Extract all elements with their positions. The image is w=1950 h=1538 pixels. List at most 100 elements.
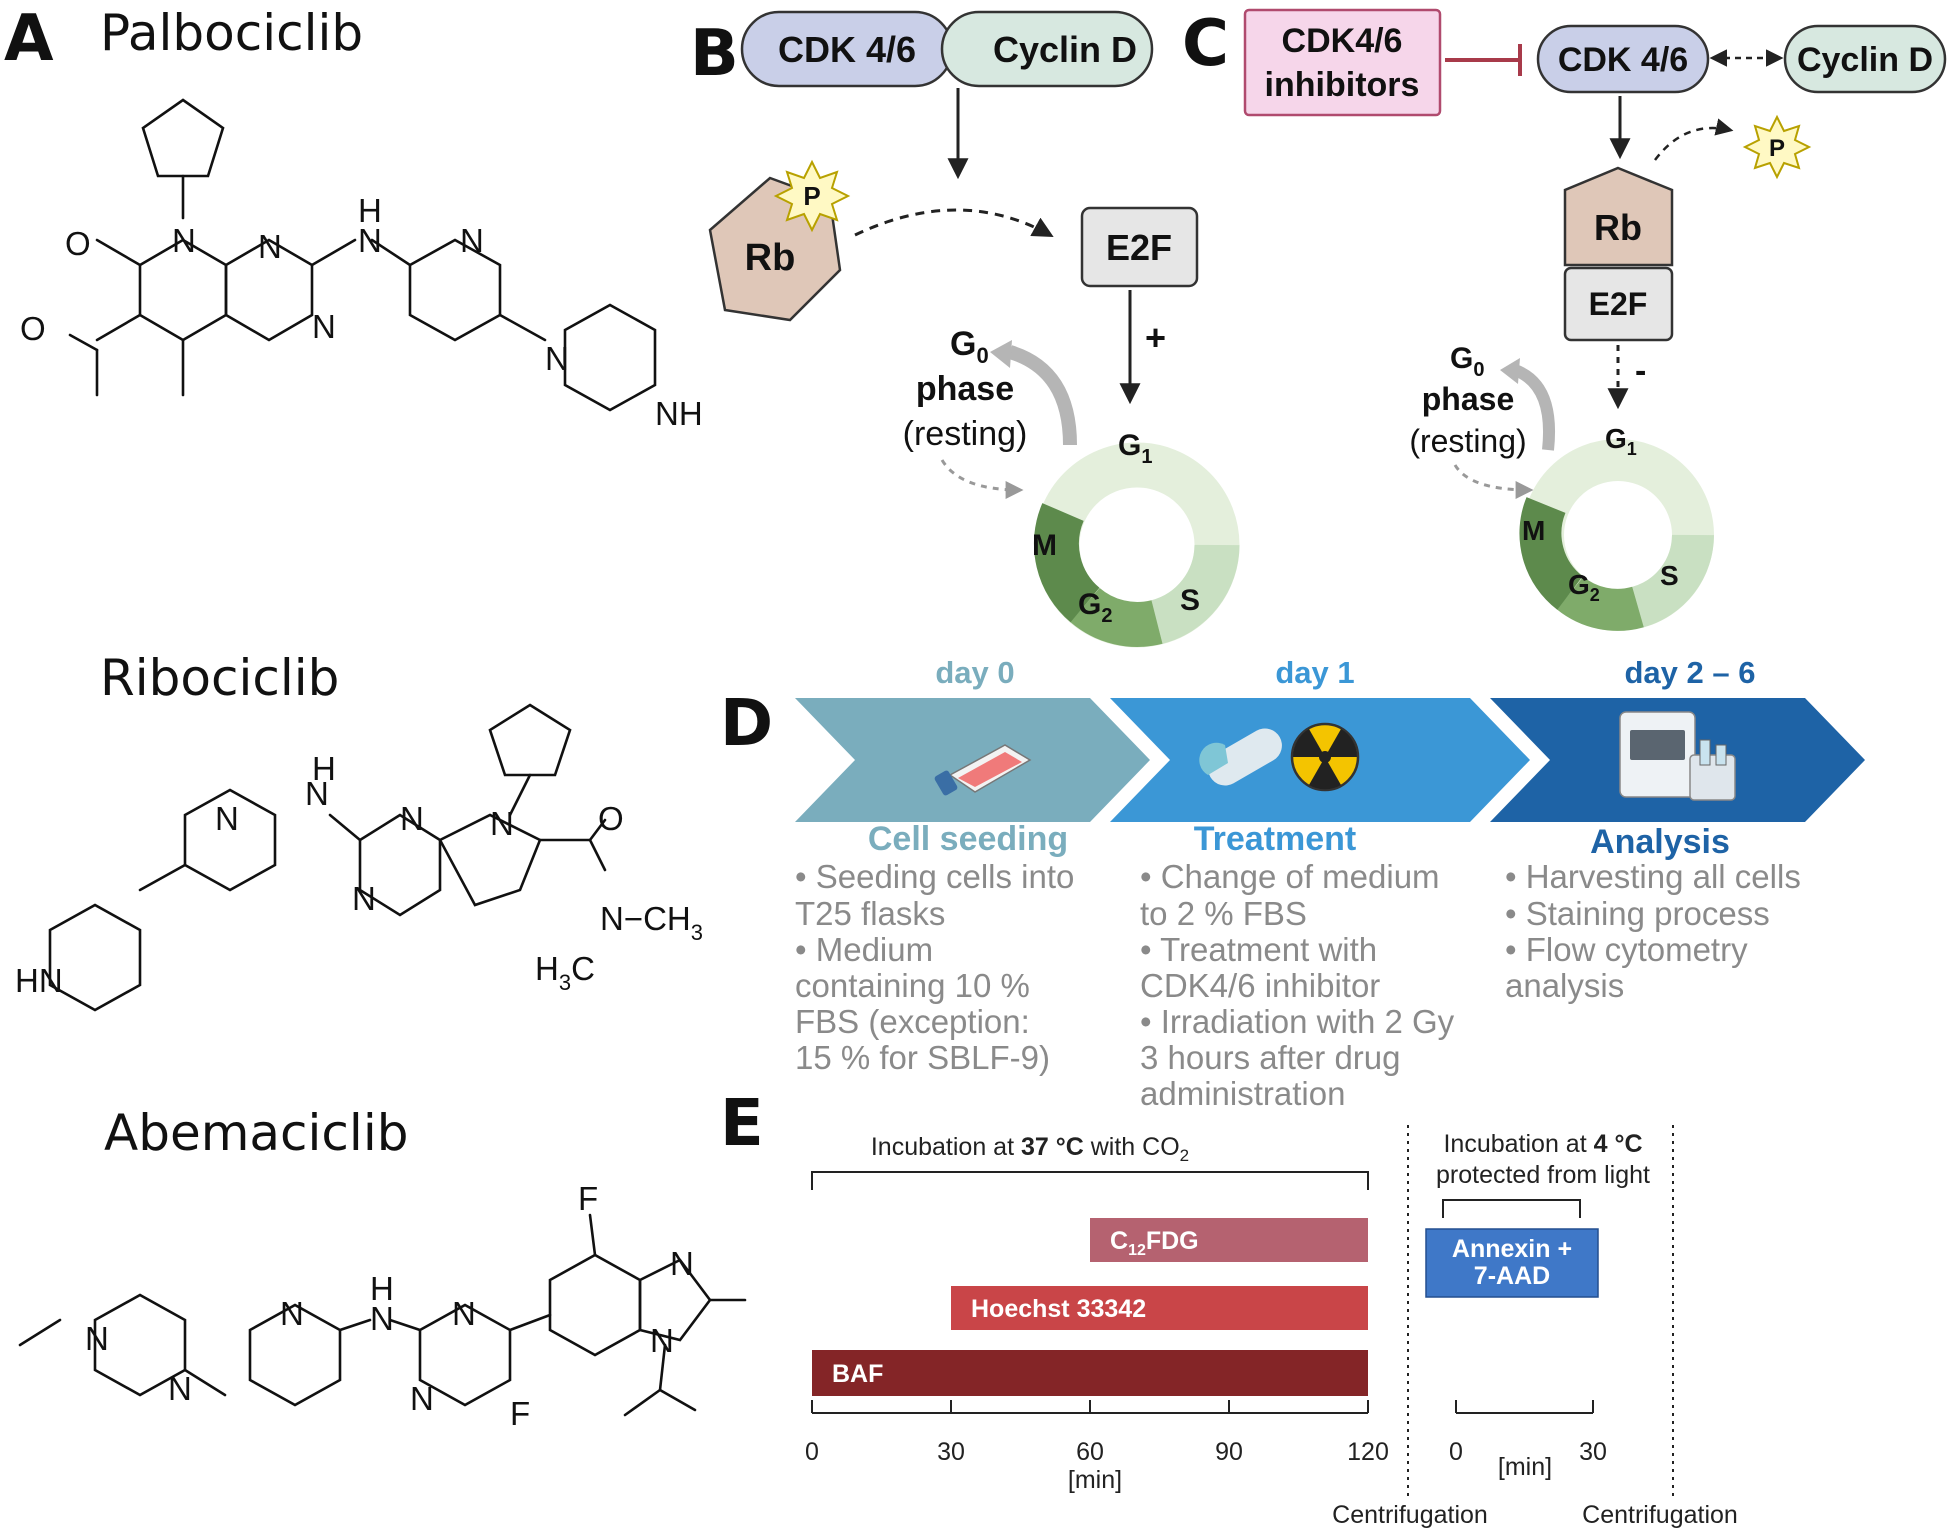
phospho-star-c: [1742, 114, 1812, 180]
bullet-text: • Seeding cells into: [795, 858, 1074, 895]
atom-n: N: [670, 1245, 694, 1282]
g0-arrowhead-c: [1500, 358, 1520, 384]
cyclin-d-pill-c: [1783, 24, 1947, 94]
incubation-4-label-line1: Incubation at 4 °C: [1443, 1130, 1642, 1158]
atom-n: N: [312, 308, 336, 345]
atom-n: N: [358, 222, 382, 259]
s-label-c: S: [1660, 560, 1679, 591]
incubation-37-bracket: [811, 1171, 1369, 1190]
cycle-m-segment-c: [1519, 497, 1584, 610]
axis-unit-2: [min]: [1498, 1453, 1552, 1481]
atom-n: N: [452, 1295, 476, 1332]
resting-label-b: (resting): [903, 415, 1028, 453]
atom-o: O: [65, 225, 91, 262]
bar-annexin: [1425, 1228, 1599, 1298]
g0-arrowhead-b: [990, 340, 1012, 368]
rb-label-b: Rb: [745, 237, 796, 279]
atom-n: N: [370, 1300, 394, 1337]
cdk46-label-b: CDK 4/6: [778, 29, 916, 70]
bar-hoechst: [951, 1286, 1368, 1330]
bar-label-annexin-line1: Annexin +: [1452, 1235, 1572, 1263]
g0-label-b: G0: [950, 325, 989, 368]
panel-a: A Palbociclib Ribociclib Abemaciclib O N…: [4, 2, 747, 1432]
g0-exit-arrow-c: [1512, 364, 1555, 451]
bullet-text: • Irradiation with 2 Gy: [1140, 1003, 1455, 1040]
treatment-bullets: • Change of medium to 2 % FBS • Treatmen…: [1140, 858, 1455, 1112]
bullet-text: • Treatment with: [1140, 931, 1377, 968]
atom-o: O: [598, 800, 624, 837]
atom-n: N: [305, 775, 329, 812]
palbociclib-name: Palbociclib: [100, 4, 363, 62]
cycle-g2-segment: [1070, 587, 1163, 647]
g1-label-c: G1: [1605, 423, 1637, 459]
panel-c: C CDK4/6 inhibitors CDK 4/6 Cyclin D P R…: [1182, 7, 1947, 631]
atom-n: N: [410, 1380, 434, 1417]
cycle-g2-segment-c: [1556, 576, 1644, 631]
bar-label-hoechst: Hoechst 33342: [971, 1295, 1146, 1323]
phase-label-c: phase: [1422, 381, 1514, 417]
atom-n-ch3: N−CH3: [600, 900, 703, 945]
centrifugation-label-1: Centrifugation: [1332, 1501, 1488, 1529]
panel-d: D day 0 day 1 day 2 – 6: [720, 655, 1865, 1112]
panel-letter-b: B: [690, 17, 739, 91]
dashed-p-arrow-c: [1654, 118, 1734, 161]
cdk46-label-c: CDK 4/6: [1558, 41, 1688, 79]
cyclin-d-pill-b: [940, 10, 1154, 88]
bullet-text: • Staining process: [1505, 895, 1770, 932]
bullet-text: FBS (exception:: [795, 1003, 1030, 1040]
bullet-text: 3 hours after drug: [1140, 1039, 1401, 1076]
ribociclib-structure: N H N N N N O N−CH3 H3C HN: [15, 703, 703, 1012]
axis-unit-1: [min]: [1068, 1466, 1122, 1494]
atom-h: H: [358, 192, 382, 229]
atom-n: N: [460, 222, 484, 259]
g2-label-c: G2: [1568, 569, 1600, 605]
bullet-text: analysis: [1505, 967, 1624, 1004]
panel-b: B CDK 4/6 Cyclin D Rb P E2F + G0 phase (…: [690, 10, 1240, 648]
bullet-text: • Medium: [795, 931, 933, 968]
centrifugation-label-2: Centrifugation: [1582, 1501, 1738, 1529]
bar-c12fdg: [1090, 1218, 1368, 1262]
step-arrow-seeding: [795, 698, 1150, 822]
cdk46-pill-c: [1536, 24, 1710, 94]
step-title-analysis: Analysis: [1590, 823, 1730, 861]
bullet-text: CDK4/6 inhibitor: [1140, 967, 1380, 1004]
cyclin-d-label-c: Cyclin D: [1797, 41, 1933, 79]
g0-return-arrow-b: [940, 459, 1024, 499]
atom-f: F: [578, 1180, 598, 1217]
axis-tick-label: 60: [1076, 1438, 1104, 1466]
atom-n: N: [490, 805, 514, 842]
axis-tick-label: 0: [1449, 1438, 1463, 1466]
axis-tick-label: 120: [1347, 1438, 1389, 1466]
bullet-text: to 2 % FBS: [1140, 895, 1307, 932]
atom-n: N: [168, 1370, 192, 1407]
axis-tick-label: 30: [1579, 1438, 1607, 1466]
incubation-4-label-line2: protected from light: [1436, 1161, 1650, 1189]
atom-n: N: [280, 1295, 304, 1332]
panel-letter-d: D: [720, 687, 773, 761]
panel-e: E Incubation at 37 °C with CO2 Incubatio…: [720, 1087, 1738, 1529]
m-label-c: M: [1522, 515, 1545, 546]
step-title-seeding: Cell seeding: [868, 820, 1068, 858]
e2f-label-c: E2F: [1589, 286, 1648, 322]
phospho-label-b: P: [803, 181, 820, 211]
flow-cytometer-icon: [1619, 711, 1736, 801]
axis-tick-label: 30: [937, 1438, 965, 1466]
e2f-box-c: [1563, 266, 1674, 342]
resting-label-c: (resting): [1409, 423, 1526, 459]
atom-hn: HN: [15, 962, 63, 999]
plus-sign-b: +: [1145, 317, 1166, 358]
bullet-text: • Flow cytometry: [1505, 931, 1748, 968]
atom-h: H: [312, 750, 336, 787]
cell-cycle-ring-c: G1 S G2 M: [1519, 423, 1714, 631]
panel-letter-a: A: [4, 2, 54, 76]
incubation-37-label: Incubation at 37 °C with CO2: [871, 1133, 1189, 1165]
bar-label-baf: BAF: [832, 1360, 883, 1388]
bar-label-annexin-line2: 7-AAD: [1474, 1262, 1550, 1290]
analysis-bullets: • Harvesting all cells • Staining proces…: [1505, 858, 1801, 1004]
atom-o: O: [20, 310, 46, 347]
day-label-0: day 0: [935, 655, 1014, 690]
incubation-4-bracket: [1442, 1199, 1581, 1218]
atom-h3c: H3C: [535, 950, 595, 995]
atom-n: N: [545, 340, 569, 377]
